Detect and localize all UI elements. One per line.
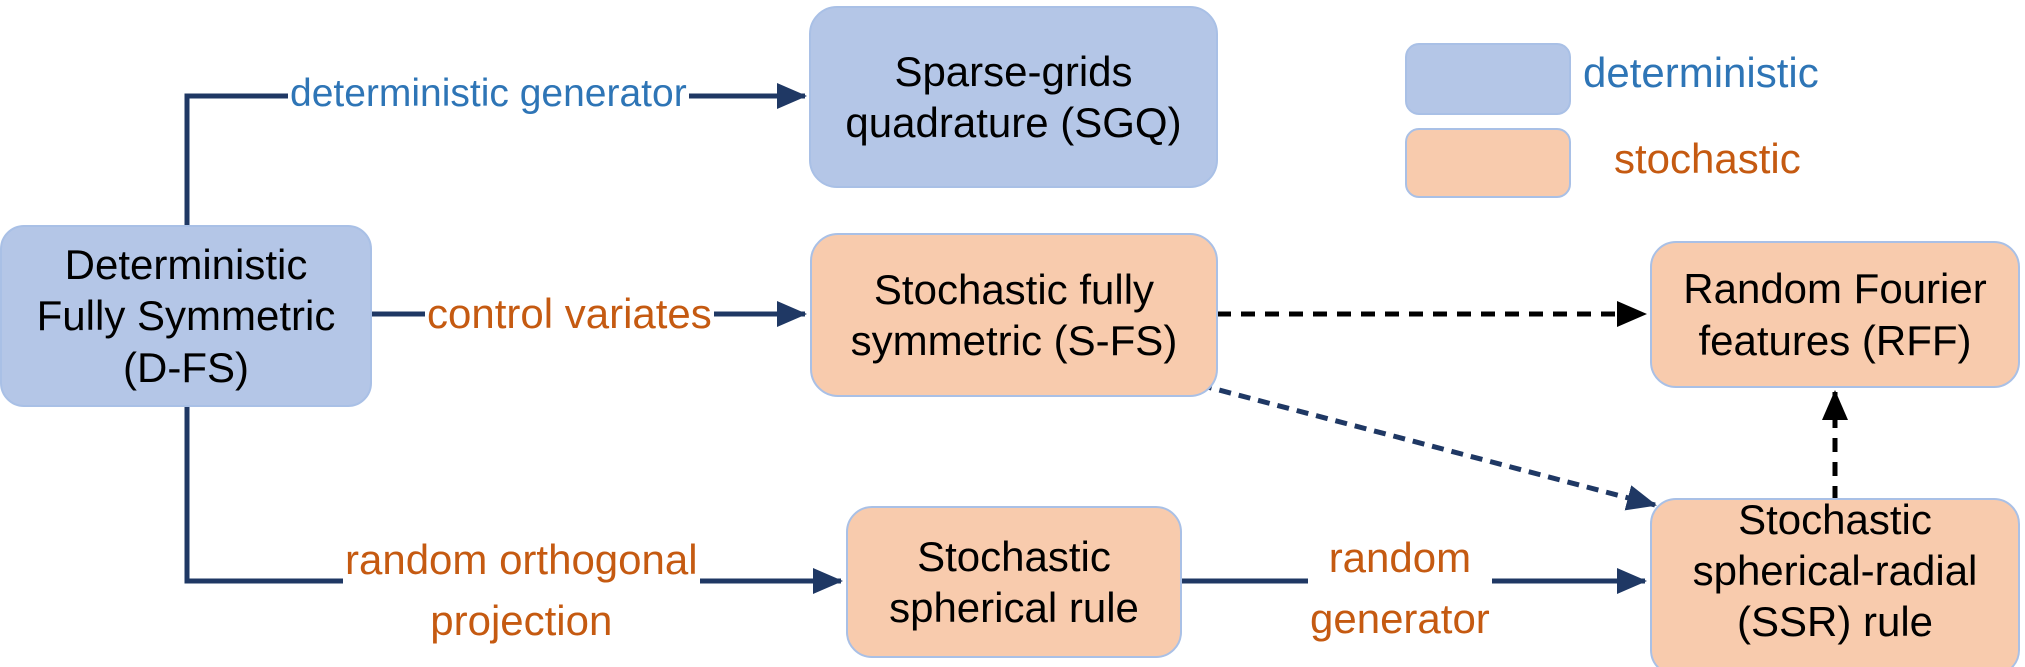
edge-label-deterministic-generator-line-1: deterministic generator	[290, 72, 687, 115]
node-rff-line-1: Random Fourier	[1683, 265, 1987, 313]
node-sgq-line-1: Sparse-grids	[894, 47, 1133, 95]
edge-label-random-orthogonal-projection: random orthogonal projection	[343, 530, 700, 652]
edge-label-control-variates: control variates	[425, 289, 714, 340]
node-dfs-line-2: Fully Symmetric	[36, 292, 336, 340]
node-sfs: Stochastic fully symmetric (S-FS)	[810, 233, 1218, 397]
edge-label-control-variates-line-1: control variates	[427, 290, 712, 337]
node-stochastic-spherical-rule-label: Stochastic spherical rule	[889, 531, 1139, 633]
edge-label-random-orthogonal-projection-line-1: random orthogonal	[345, 536, 698, 583]
node-sgq-line-2: quadrature (SGQ)	[845, 99, 1182, 146]
node-dfs-line-1: Deterministic	[64, 241, 308, 289]
node-ssr: Stochastic spherical-radial (SSR) rule	[1650, 496, 2020, 667]
node-sfs-line-1: Stochastic fully	[873, 265, 1155, 313]
node-sgq-label: Sparse-grids quadrature (SGQ)	[845, 46, 1181, 148]
edge-label-random-generator: random generator	[1308, 528, 1492, 650]
node-rff-line-2: features (RFF)	[1698, 316, 1972, 364]
node-sfs-label: Stochastic fully symmetric (S-FS)	[851, 264, 1178, 366]
node-stochastic-spherical-rule-line-2: spherical rule	[889, 584, 1139, 631]
node-ssr-line-2: spherical-radial	[1692, 547, 1978, 595]
edge-label-random-orthogonal-projection-line-2: projection	[430, 596, 613, 644]
node-rff-label: Random Fourier features (RFF)	[1683, 263, 1986, 365]
node-stochastic-spherical-rule: Stochastic spherical rule	[846, 506, 1182, 658]
legend-label-stochastic: stochastic	[1614, 135, 1801, 182]
legend-swatch-deterministic	[1405, 43, 1571, 115]
edge-sfs-to-ssr	[1199, 382, 1657, 511]
legend-swatch-stochastic	[1405, 128, 1571, 198]
edge-label-deterministic-generator: deterministic generator	[288, 71, 689, 118]
node-ssr-line-3: (SSR) rule	[1736, 598, 1934, 646]
legend-label-deterministic: deterministic	[1583, 49, 1819, 96]
node-ssr-line-1: Stochastic	[1738, 496, 1932, 543]
node-stochastic-spherical-rule-line-1: Stochastic	[917, 532, 1111, 580]
edge-label-random-generator-line-1: random	[1328, 534, 1472, 581]
edge-label-random-generator-line-2: generator	[1310, 594, 1490, 642]
node-dfs-label: Deterministic Fully Symmetric (D-FS)	[37, 239, 336, 393]
node-dfs-line-3: (D-FS)	[123, 343, 249, 391]
node-sfs-line-2: symmetric (S-FS)	[850, 317, 1178, 364]
node-rff: Random Fourier features (RFF)	[1650, 241, 2020, 388]
node-ssr-label: Stochastic spherical-radial (SSR) rule	[1693, 494, 1978, 648]
node-sgq: Sparse-grids quadrature (SGQ)	[809, 6, 1218, 188]
node-dfs: Deterministic Fully Symmetric (D-FS)	[0, 225, 372, 407]
